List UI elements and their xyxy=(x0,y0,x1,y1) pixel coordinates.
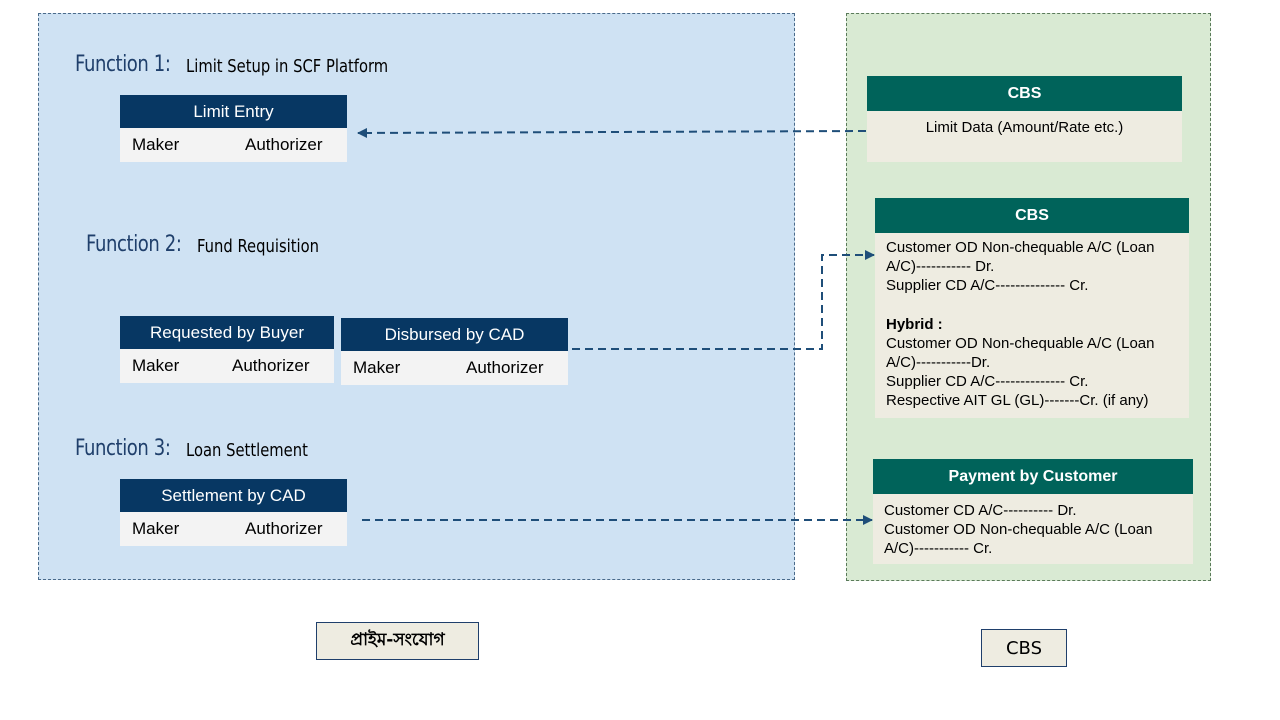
payment-by-customer-header: Payment by Customer xyxy=(873,459,1193,494)
function-2-label: Function 2: xyxy=(86,232,182,257)
cbs-limit-body: Limit Data (Amount/Rate etc.) xyxy=(867,111,1182,162)
settlement-by-cad-maker: Maker xyxy=(132,519,180,538)
cbs-fund-line: A/C)----------- Dr. xyxy=(886,258,995,276)
limit-entry-header: Limit Entry xyxy=(120,95,347,128)
cbs-fund-header: CBS xyxy=(875,198,1189,233)
cbs-fund-body: Customer OD Non-chequable A/C (Loan A/C)… xyxy=(875,233,1189,418)
cbs-hybrid-line: Supplier CD A/C-------------- Cr. xyxy=(886,373,1089,391)
function-1-title: Limit Setup in SCF Platform xyxy=(186,56,389,77)
limit-entry-maker: Maker xyxy=(132,135,180,154)
cbs-fund-line: Customer OD Non-chequable A/C (Loan xyxy=(886,239,1155,256)
limit-entry-authorizer: Authorizer xyxy=(245,135,323,154)
payment-line: A/C)----------- Cr. xyxy=(884,540,993,558)
disbursed-by-cad-body: Maker Authorizer xyxy=(341,351,568,385)
cbs-hybrid-line: Customer OD Non-chequable A/C (Loan xyxy=(886,334,1155,352)
function-3-title: Loan Settlement xyxy=(186,440,308,461)
limit-entry-body: Maker Authorizer xyxy=(120,128,347,162)
hybrid-label: Hybrid : xyxy=(886,315,943,333)
settlement-by-cad-body: Maker Authorizer xyxy=(120,512,347,546)
function-2-title: Fund Requisition xyxy=(197,236,320,257)
function-1-label: Function 1: xyxy=(75,52,171,77)
requested-by-buyer-authorizer: Authorizer xyxy=(232,356,310,375)
cbs-hybrid-line: Respective AIT GL (GL)-------Cr. (if any… xyxy=(886,392,1149,410)
disbursed-by-cad-authorizer: Authorizer xyxy=(466,358,544,377)
cbs-limit-header: CBS xyxy=(867,76,1182,111)
payment-line: Customer OD Non-chequable A/C (Loan xyxy=(884,521,1153,539)
cbs-label: CBS xyxy=(981,629,1067,667)
requested-by-buyer-body: Maker Authorizer xyxy=(120,349,334,383)
cbs-hybrid-line: A/C)-----------Dr. xyxy=(886,354,991,372)
cbs-limit-line: Limit Data (Amount/Rate etc.) xyxy=(925,119,1124,136)
requested-by-buyer-header: Requested by Buyer xyxy=(120,316,334,349)
payment-by-customer-body: Customer CD A/C---------- Dr. Customer O… xyxy=(873,494,1193,564)
settlement-by-cad-header: Settlement by CAD xyxy=(120,479,347,512)
requested-by-buyer-maker: Maker xyxy=(132,356,180,375)
payment-line: Customer CD A/C---------- Dr. xyxy=(884,502,1077,519)
disbursement-arrow xyxy=(572,250,875,350)
cbs-fund-line: Supplier CD A/C-------------- Cr. xyxy=(886,277,1089,295)
function-3-label: Function 3: xyxy=(75,436,171,461)
disbursed-by-cad-header: Disbursed by CAD xyxy=(341,318,568,351)
prime-sangjog-label: প্রাইম-সংযোগ xyxy=(316,622,479,660)
settlement-by-cad-authorizer: Authorizer xyxy=(245,519,323,538)
limit-data-arrow xyxy=(357,127,867,138)
disbursed-by-cad-maker: Maker xyxy=(353,358,401,377)
